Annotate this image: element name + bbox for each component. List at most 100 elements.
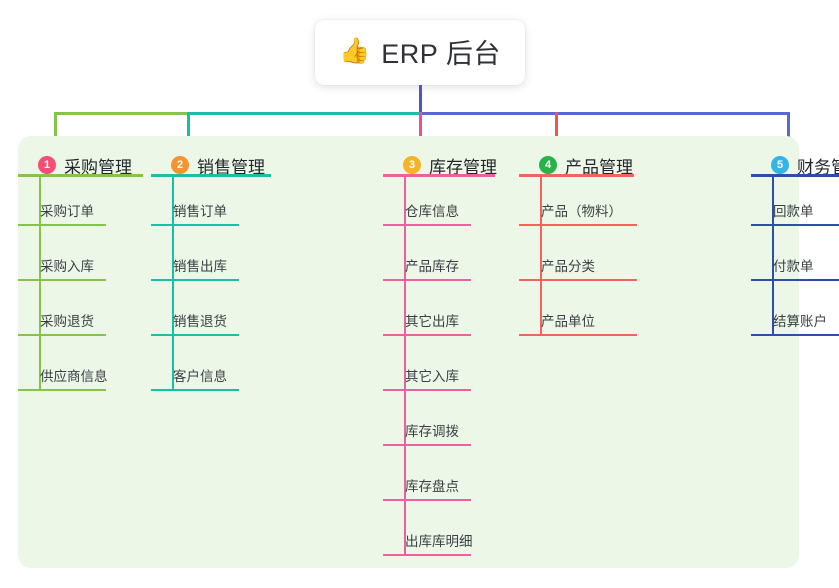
column-header-2[interactable]: 2 销售管理 [151, 150, 265, 180]
leaf-item-label: 销售订单 [173, 204, 227, 219]
column-badge-icon: 5 [771, 156, 789, 174]
leaf-item-rule [151, 224, 239, 226]
leaf-item-rule [151, 279, 239, 281]
leaf-item[interactable]: 库存调拨 [383, 416, 501, 446]
leaf-item[interactable]: 其它入库 [383, 361, 501, 391]
column-badge-icon: 4 [539, 156, 557, 174]
thumbs-up-icon: 👍 [339, 37, 371, 65]
connector-drop-3 [419, 112, 422, 156]
root-node-card[interactable]: 👍 ERP 后台 [315, 20, 525, 85]
column-title: 销售管理 [197, 157, 265, 177]
leaf-item-rule [151, 389, 239, 391]
leaf-item-rule [383, 224, 471, 226]
leaf-item-label: 库存调拨 [405, 424, 459, 439]
column-badge-icon: 2 [171, 156, 189, 174]
leaf-item-label: 客户信息 [173, 369, 227, 384]
column-header-5[interactable]: 5 财务管理 [751, 150, 839, 180]
leaf-item-label: 采购订单 [40, 204, 94, 219]
leaf-item[interactable]: 产品单位 [519, 306, 667, 336]
column-header-rule [383, 174, 495, 177]
diagram-panel: 1 采购管理采购订单采购入库采购退货供应商信息 2 销售管理销售订单销售出库销售退货客… [18, 136, 839, 568]
column-spine [540, 177, 542, 336]
connector-bus-segment-blue [419, 112, 790, 115]
root-node-content: 👍 ERP 后台 [339, 32, 501, 71]
leaf-item-rule [383, 334, 471, 336]
leaf-item[interactable]: 产品库存 [383, 251, 501, 281]
connector-bus-segment-teal [187, 112, 419, 115]
leaf-item-label: 出库库明细 [405, 534, 473, 549]
leaf-item-label: 产品单位 [541, 314, 595, 329]
leaf-item[interactable]: 客户信息 [151, 361, 269, 391]
leaf-item-rule [18, 334, 106, 336]
leaf-item-rule [519, 224, 637, 226]
leaf-item-label: 仓库信息 [405, 204, 459, 219]
leaf-item[interactable]: 销售订单 [151, 196, 269, 226]
leaf-item-rule [18, 389, 106, 391]
leaf-item-rule [751, 279, 839, 281]
leaf-item-label: 采购退货 [40, 314, 94, 329]
connector-root-stem [419, 85, 422, 113]
connector-drop-1 [54, 112, 57, 156]
leaf-item-label: 销售退货 [173, 314, 227, 329]
leaf-item-rule [18, 279, 106, 281]
leaf-item[interactable]: 采购订单 [18, 196, 136, 226]
leaf-item-label: 其它出库 [405, 314, 459, 329]
leaf-item-label: 库存盘点 [405, 479, 459, 494]
column-spine [772, 177, 774, 336]
leaf-item-label: 付款单 [773, 259, 814, 274]
leaf-item-rule [383, 389, 471, 391]
column-title: 财务管理 [797, 157, 839, 177]
column-spine [404, 177, 406, 556]
column-title: 采购管理 [64, 157, 132, 177]
column-header-rule [751, 174, 839, 177]
leaf-item[interactable]: 采购退货 [18, 306, 136, 336]
column-spine [172, 177, 174, 391]
leaf-item[interactable]: 仓库信息 [383, 196, 501, 226]
leaf-item-label: 产品库存 [405, 259, 459, 274]
leaf-item-rule [383, 279, 471, 281]
leaf-item[interactable]: 销售出库 [151, 251, 269, 281]
leaf-item[interactable]: 产品（物料） [519, 196, 667, 226]
connector-drop-4 [555, 112, 558, 156]
connector-drop-2 [187, 112, 190, 156]
column-title: 产品管理 [565, 157, 633, 177]
leaf-item-label: 回款单 [773, 204, 814, 219]
column-title: 库存管理 [429, 157, 497, 177]
leaf-item-rule [751, 334, 839, 336]
leaf-item-label: 销售出库 [173, 259, 227, 274]
column-badge-icon: 3 [403, 156, 421, 174]
leaf-item[interactable]: 结算账户 [751, 306, 839, 336]
leaf-item[interactable]: 采购入库 [18, 251, 136, 281]
leaf-item[interactable]: 库存盘点 [383, 471, 501, 501]
root-node-title: ERP 后台 [381, 39, 501, 69]
leaf-item[interactable]: 其它出库 [383, 306, 501, 336]
leaf-item-label: 结算账户 [773, 314, 827, 329]
column-badge-icon: 1 [38, 156, 56, 174]
leaf-item-rule [151, 334, 239, 336]
column-header-3[interactable]: 3 库存管理 [383, 150, 497, 180]
leaf-item-rule [751, 224, 839, 226]
leaf-item-rule [383, 499, 471, 501]
leaf-item-rule [383, 444, 471, 446]
leaf-item-label: 产品分类 [541, 259, 595, 274]
connector-drop-5 [787, 112, 790, 156]
leaf-item-rule [18, 224, 106, 226]
leaf-item-label: 采购入库 [40, 259, 94, 274]
column-header-1[interactable]: 1 采购管理 [18, 150, 132, 180]
leaf-item[interactable]: 回款单 [751, 196, 839, 226]
leaf-item-label: 其它入库 [405, 369, 459, 384]
leaf-item-rule [519, 334, 637, 336]
leaf-item[interactable]: 付款单 [751, 251, 839, 281]
leaf-item[interactable]: 销售退货 [151, 306, 269, 336]
leaf-item-rule [519, 279, 637, 281]
leaf-item[interactable]: 产品分类 [519, 251, 667, 281]
column-spine [39, 177, 41, 391]
leaf-item[interactable]: 供应商信息 [18, 361, 136, 391]
column-header-4[interactable]: 4 产品管理 [519, 150, 633, 180]
leaf-item[interactable]: 出库库明细 [383, 526, 501, 556]
leaf-item-label: 供应商信息 [40, 369, 108, 384]
column-header-rule [151, 174, 271, 177]
column-header-rule [519, 174, 634, 177]
connector-bus-segment-green [54, 112, 187, 115]
leaf-item-label: 产品（物料） [541, 204, 622, 219]
